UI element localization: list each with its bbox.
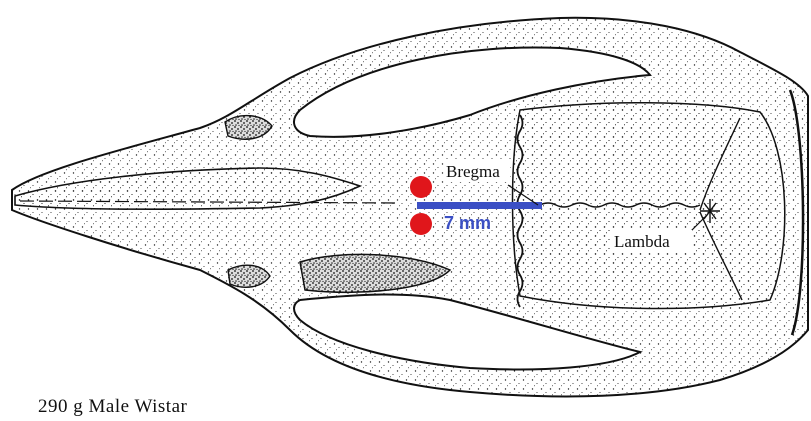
- measure-bar: [417, 202, 542, 209]
- lambda-label: Lambda: [614, 232, 670, 251]
- bregma-label: Bregma: [446, 162, 500, 181]
- parietal-plate: [513, 103, 785, 309]
- marker-lower: [410, 213, 432, 235]
- marker-upper: [410, 176, 432, 198]
- specimen-caption: 290 g Male Wistar: [38, 396, 187, 418]
- distance-label: 7 mm: [444, 213, 491, 233]
